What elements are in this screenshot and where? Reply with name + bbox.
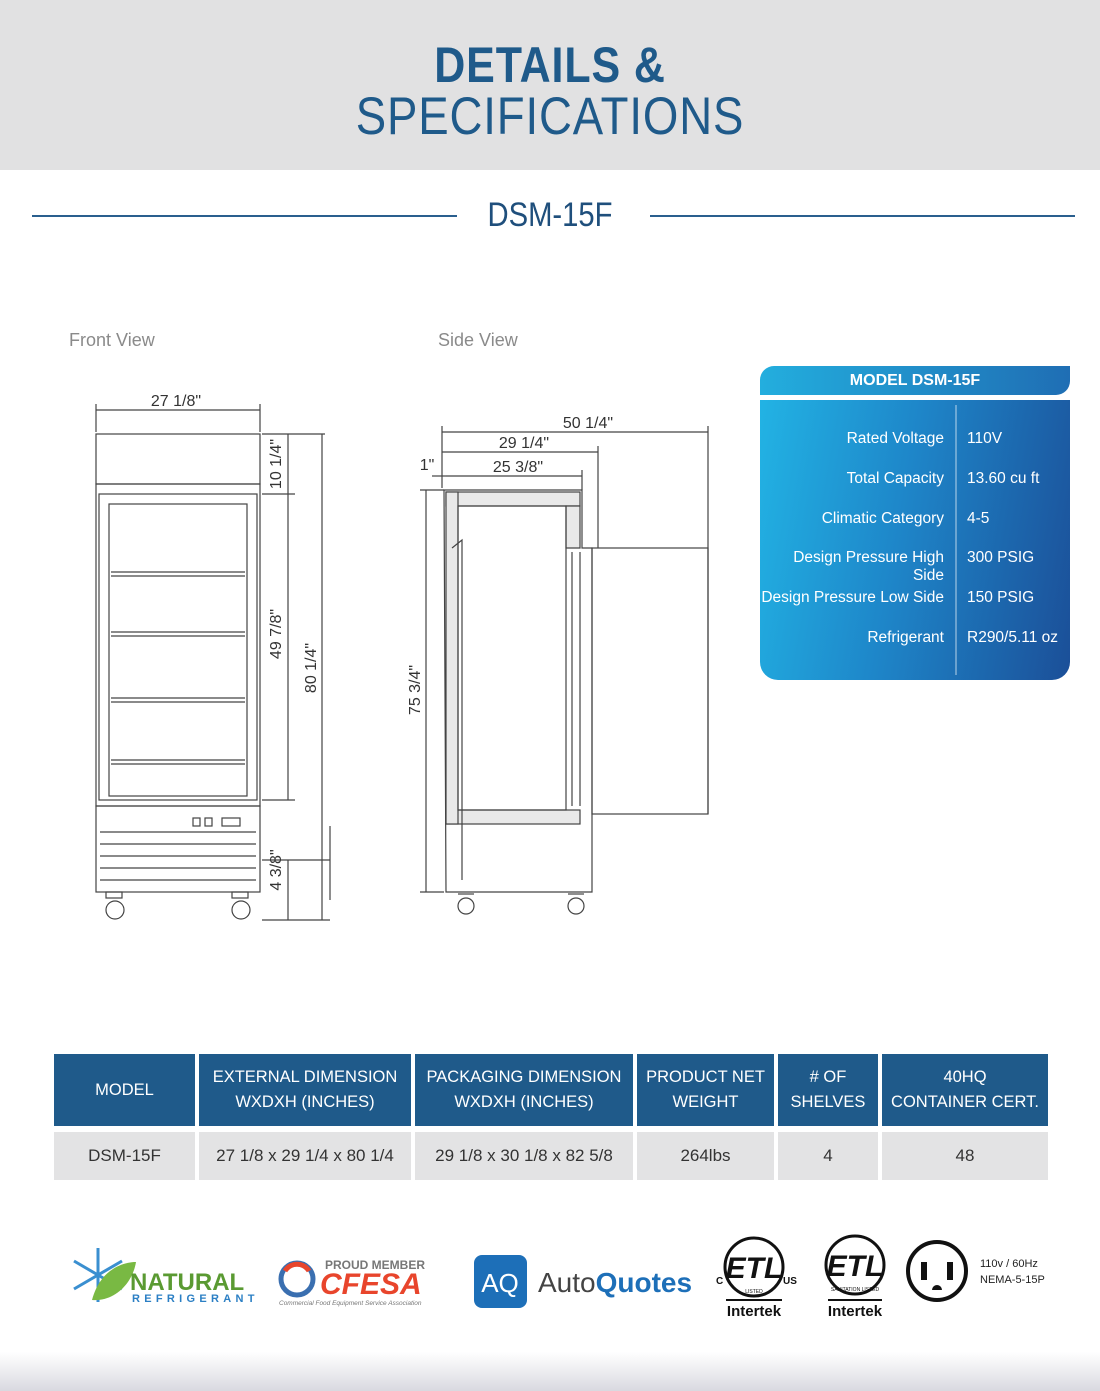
page-title-line1: DETAILS &: [434, 37, 666, 93]
svg-text:CFESA: CFESA: [320, 1268, 422, 1301]
dim-front-height: 80 1/4": [303, 643, 320, 693]
dim-front-top: 10 1/4": [268, 439, 285, 489]
cell-net-weight: 264lbs: [637, 1132, 774, 1180]
side-view-drawing: [420, 426, 709, 915]
dim-side-door: 1": [420, 457, 435, 474]
svg-text:SANITATION LISTED: SANITATION LISTED: [831, 1287, 880, 1293]
spec-value-capacity: 13.60 cu ft: [967, 470, 1040, 487]
svg-text:AQ: AQ: [481, 1268, 519, 1298]
dim-front-door: 49 7/8": [268, 609, 285, 659]
power-plug-icon: 110v / 60Hz NEMA-5-15P: [906, 1240, 1045, 1302]
svg-text:C: C: [716, 1276, 723, 1287]
spec-value-refrigerant: R290/5.11 oz: [967, 629, 1059, 646]
heading-rule-right: [650, 215, 1075, 217]
svg-text:REFRIGERANT: REFRIGERANT: [132, 1293, 259, 1305]
dim-side-cabinet: 25 3/8": [493, 459, 543, 476]
etl-sanitation-logo: ETL SANITATION LISTED Intertek: [824, 1234, 886, 1320]
table-row: DSM-15F 27 1/8 x 29 1/4 x 80 1/4 29 1/8 …: [54, 1132, 1048, 1180]
svg-text:US: US: [783, 1276, 797, 1287]
spec-card-title: MODEL DSM-15F: [760, 366, 1070, 395]
cell-model: DSM-15F: [54, 1132, 195, 1180]
cfesa-logo: PROUD MEMBER CFESA Commercial Food Equip…: [278, 1258, 425, 1307]
svg-text:NATURAL: NATURAL: [130, 1269, 244, 1296]
dim-front-width: 27 1/8": [151, 393, 201, 410]
spec-label-capacity: Total Capacity: [846, 470, 944, 487]
cell-container-cert: 48: [882, 1132, 1048, 1180]
dim-side-depth: 29 1/4": [499, 435, 549, 452]
spec-value-low-pressure: 150 PSIG: [967, 589, 1035, 606]
svg-text:Intertek: Intertek: [727, 1303, 782, 1320]
dim-side-height: 75 3/4": [407, 665, 424, 715]
dim-front-bottom: 4 3/8": [268, 849, 285, 890]
spec-label-voltage: Rated Voltage: [846, 430, 944, 447]
autoquotes-logo: AQ AutoQuotes: [474, 1255, 692, 1308]
etl-listed-logo: ETL LISTED C US Intertek: [716, 1236, 797, 1320]
header-band: [0, 0, 1100, 170]
dim-side-total: 50 1/4": [563, 415, 613, 432]
front-view-drawing: [95, 404, 331, 921]
spec-value-voltage: 110V: [967, 430, 1003, 447]
natural-refrigerant-logo: NATURAL REFRIGERANT: [73, 1248, 259, 1305]
svg-text:ETL: ETL: [726, 1252, 783, 1285]
model-heading: DSM-15F: [487, 196, 613, 234]
svg-text:NEMA-5-15P: NEMA-5-15P: [980, 1274, 1045, 1286]
cell-packaging-dimension: 29 1/8 x 30 1/8 x 82 5/8: [415, 1132, 633, 1180]
cell-shelves: 4: [778, 1132, 878, 1180]
svg-text:PROUD MEMBER: PROUD MEMBER: [325, 1258, 425, 1272]
svg-text:Commercial Food Equipment Serv: Commercial Food Equipment Service Associ…: [279, 1300, 422, 1307]
side-view-label: Side View: [438, 330, 518, 350]
leaf-icon: [92, 1262, 136, 1301]
spec-card-divider: [955, 405, 957, 675]
autoquotes-wordmark: AutoQuotes: [538, 1267, 692, 1298]
front-view-label: Front View: [69, 330, 155, 350]
spec-value-high-pressure: 300 PSIG: [967, 549, 1035, 566]
cell-external-dimension: 27 1/8 x 29 1/4 x 80 1/4: [199, 1132, 411, 1180]
spec-label-climatic: Climatic Category: [821, 510, 944, 527]
svg-text:Intertek: Intertek: [828, 1303, 883, 1320]
svg-text:LISTED: LISTED: [745, 1289, 763, 1295]
header-model: MODEL: [54, 1054, 195, 1126]
heading-rule-left: [32, 215, 457, 217]
spec-label-refrigerant: Refrigerant: [867, 629, 944, 646]
svg-text:110v / 60Hz: 110v / 60Hz: [980, 1258, 1038, 1270]
svg-text:ETL: ETL: [827, 1250, 884, 1283]
spec-label-high-pressure: Design Pressure High Side: [793, 549, 944, 584]
spec-card: [760, 400, 1070, 680]
spec-value-climatic: 4-5: [967, 510, 990, 527]
page-title-line2: SPECIFICATIONS: [355, 87, 745, 146]
footer-bar: [0, 1352, 1100, 1391]
spec-label-low-pressure: Design Pressure Low Side: [761, 589, 944, 606]
